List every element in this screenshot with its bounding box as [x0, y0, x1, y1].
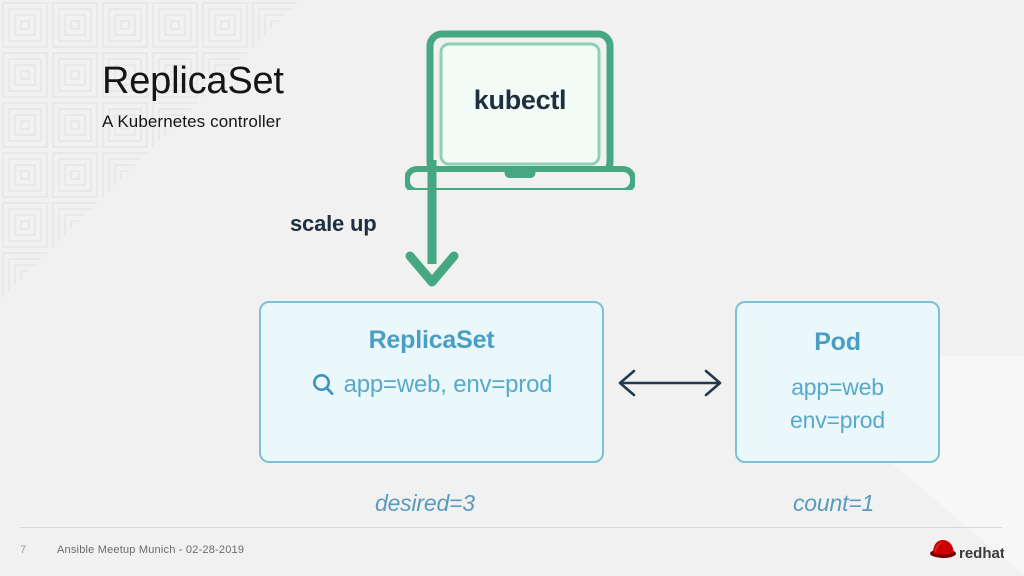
decorative-corner-pattern: [0, 0, 300, 300]
laptop-icon: [405, 30, 635, 190]
redhat-logo: redhat.: [930, 539, 1004, 562]
pod-box: Pod app=web env=prod: [735, 301, 940, 463]
footer-page-number: 7: [20, 544, 27, 556]
redhat-wordmark: redhat.: [959, 545, 1004, 562]
pod-box-title: Pod: [814, 328, 861, 356]
pod-label-env: env=prod: [790, 407, 885, 434]
page-subtitle: A Kubernetes controller: [102, 111, 282, 131]
pod-label-app: app=web: [791, 374, 884, 400]
footer-text: Ansible Meetup Munich - 02-28-2019: [57, 544, 245, 556]
pod-caption: count=1: [793, 490, 875, 516]
replicaset-selector-row: app=web, env=prod: [261, 371, 602, 399]
scale-up-label: scale up: [290, 211, 377, 236]
replicaset-box: ReplicaSet app=web, env=prod: [259, 301, 604, 463]
title-block: ReplicaSet A Kubernetes controller: [102, 60, 432, 132]
replicaset-caption: desired=3: [375, 490, 475, 516]
replicaset-selector-text: app=web, env=prod: [343, 371, 553, 398]
search-icon: [312, 374, 334, 396]
bidirectional-link-arrow: [618, 369, 722, 397]
footer-divider: [20, 527, 1002, 528]
replicaset-box-title: ReplicaSet: [368, 326, 495, 354]
scale-up-arrow: [405, 160, 459, 287]
page-title: ReplicaSet: [102, 60, 284, 102]
